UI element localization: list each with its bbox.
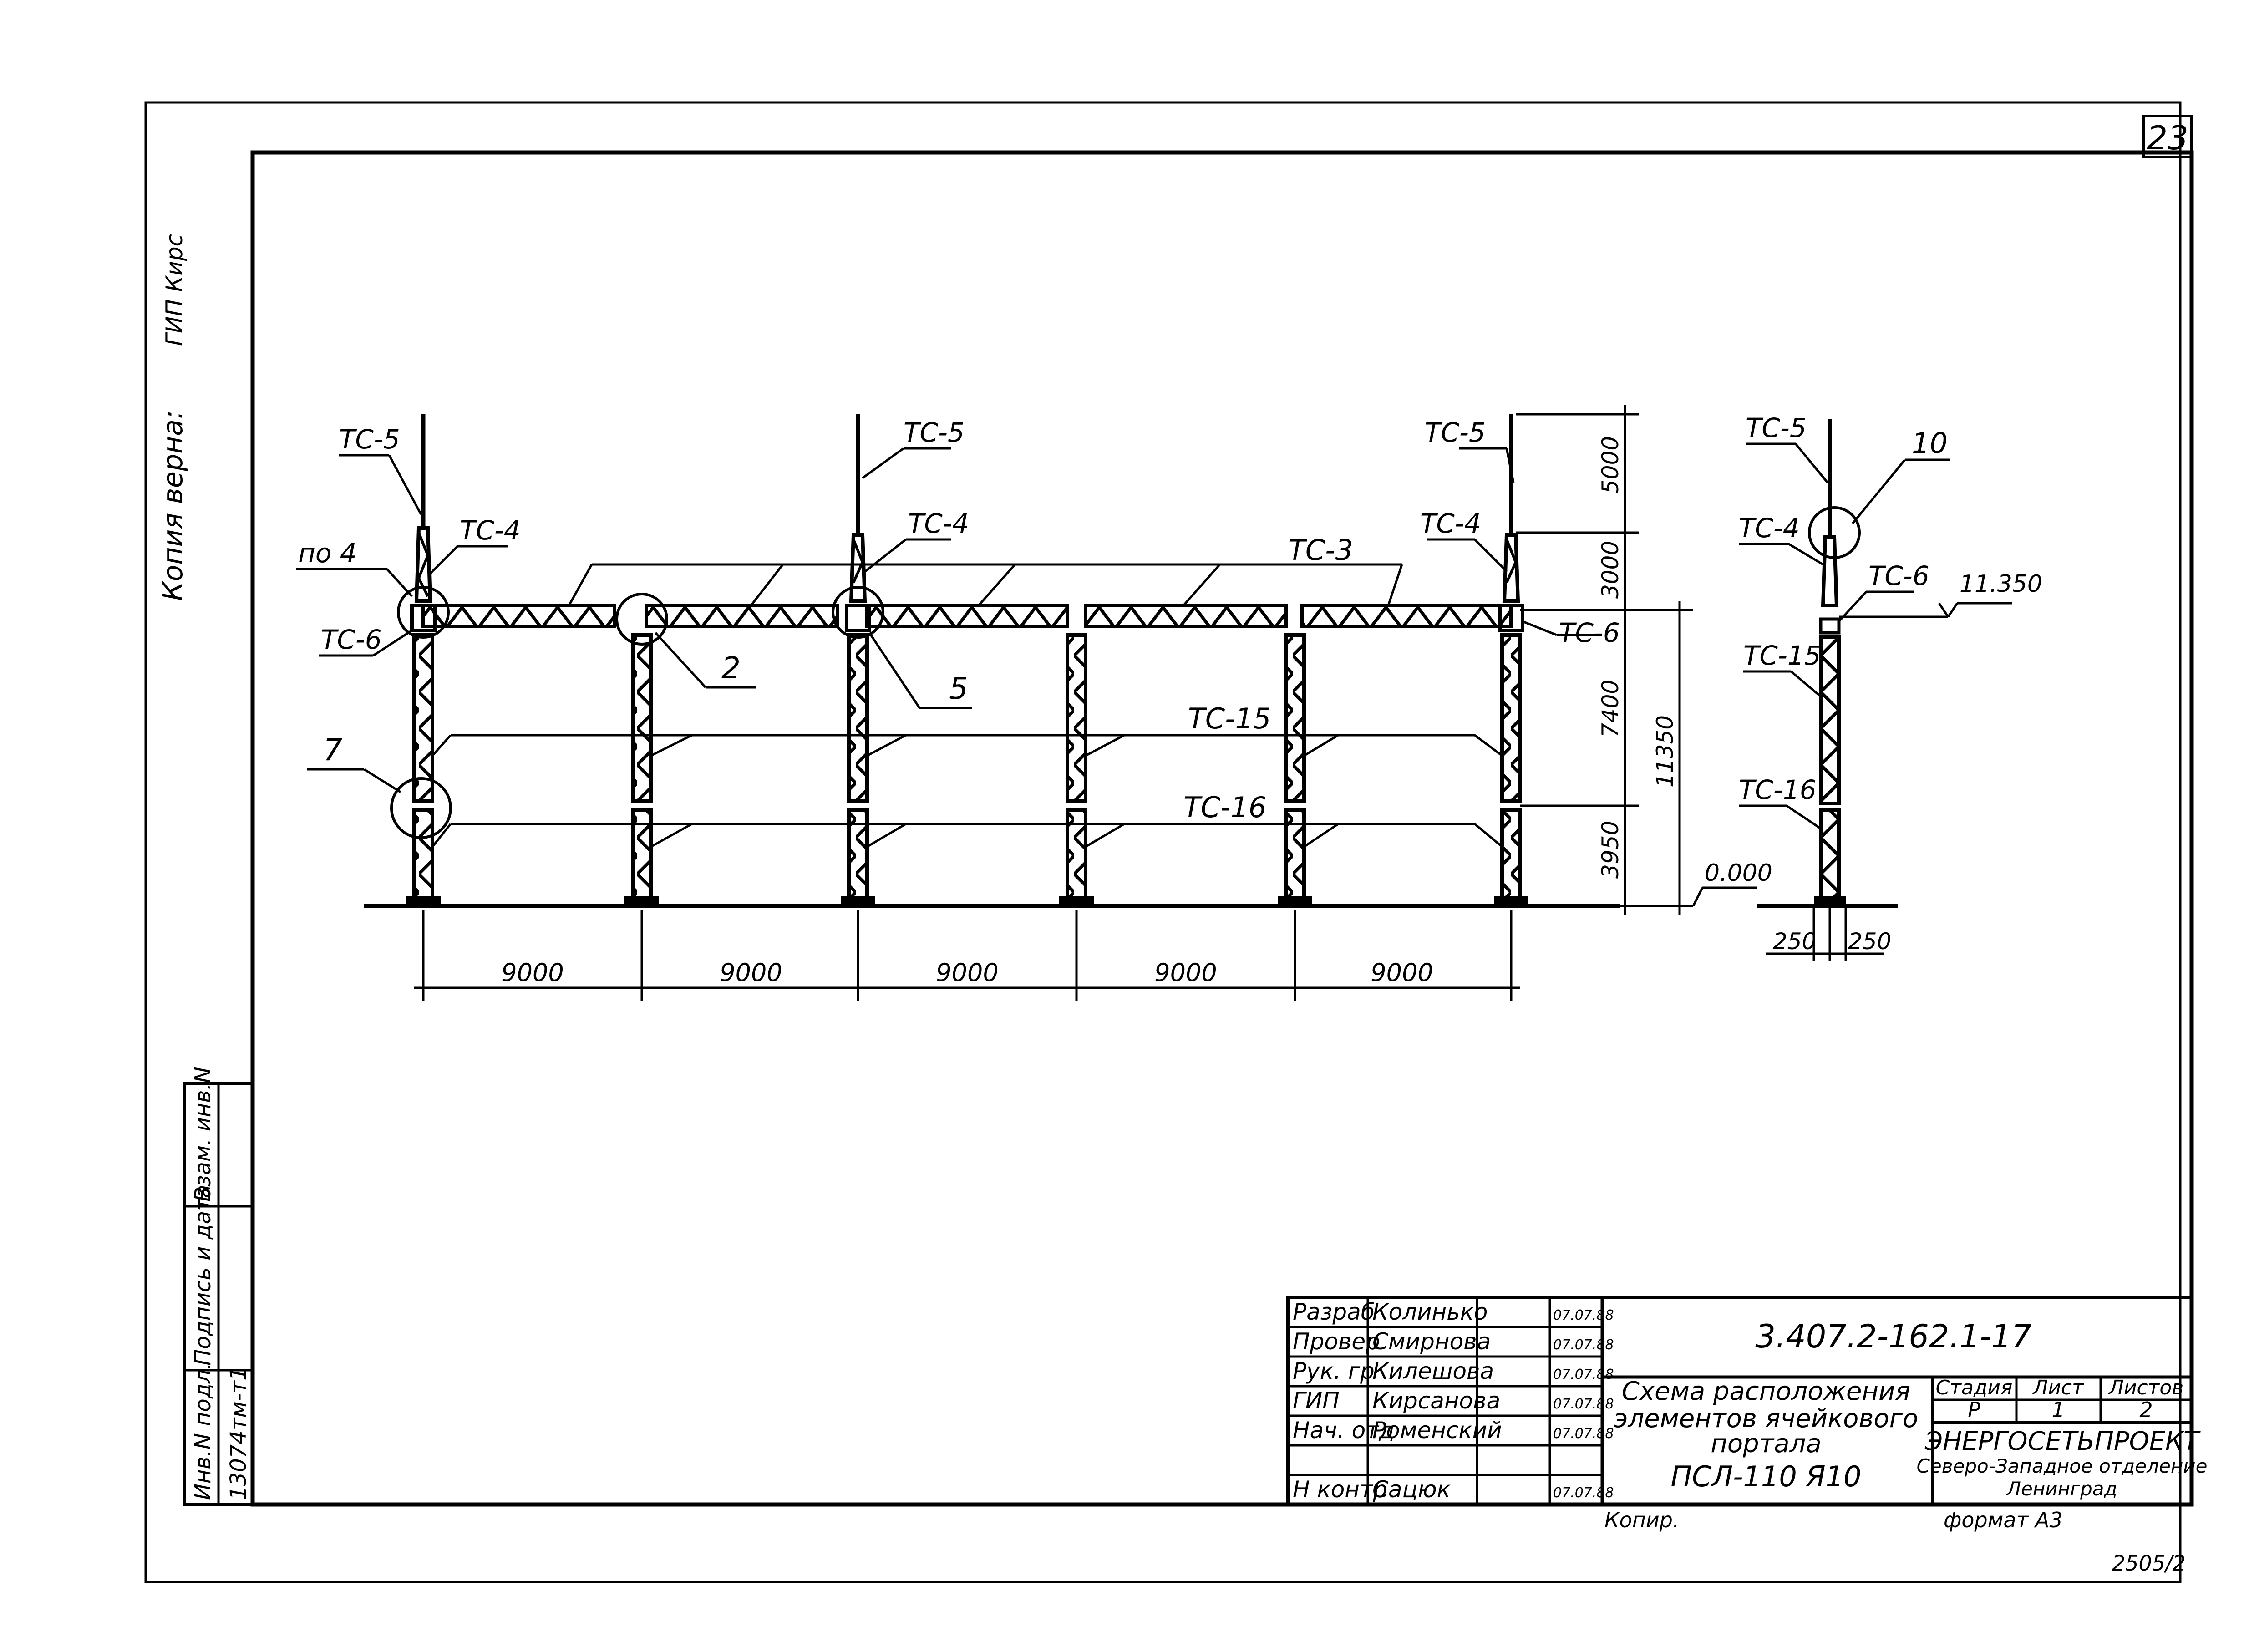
sheet-header: Лист bbox=[2032, 1376, 2084, 1399]
label-po4: по 4 bbox=[298, 538, 357, 569]
copied-by: Копир. bbox=[1604, 1508, 1680, 1532]
sheets-header: Листов bbox=[2108, 1376, 2183, 1399]
stage-header: Стадия bbox=[1936, 1376, 2013, 1399]
span-dim-5: 9000 bbox=[1371, 958, 1433, 987]
label-tc5-right: ТС-5 bbox=[1425, 417, 1486, 448]
label-tc4-left: ТС-4 bbox=[460, 515, 521, 546]
label-tc3: ТС-3 bbox=[1288, 534, 1353, 567]
side-label-tc4: ТС-4 bbox=[1739, 513, 1800, 544]
beam-row bbox=[421, 604, 1513, 628]
side-dim-left: 250 bbox=[1773, 928, 1816, 955]
label-tc4-right: ТС-4 bbox=[1420, 508, 1481, 539]
archive-number: 2505/2 bbox=[2112, 1551, 2186, 1576]
name-cell: Кирсанова bbox=[1372, 1388, 1500, 1414]
inner-frame bbox=[250, 150, 2194, 1507]
page-number: 23 bbox=[2147, 119, 2188, 157]
side-label-tc16: ТС-16 bbox=[1739, 774, 1817, 805]
column-6 bbox=[1494, 633, 1528, 906]
name-cell: Килешова bbox=[1372, 1358, 1494, 1384]
label-tc16: ТС-16 bbox=[1183, 791, 1266, 824]
span-dim-1: 9000 bbox=[501, 958, 564, 987]
side-level-label: 11.350 bbox=[1960, 570, 2042, 598]
dim-3950: 3950 bbox=[1597, 821, 1624, 879]
span-dim-2: 9000 bbox=[720, 958, 782, 987]
label-node-2: 2 bbox=[721, 651, 741, 686]
name-cell: Смирнова bbox=[1372, 1328, 1491, 1355]
side-label-tc15: ТС-15 bbox=[1743, 640, 1821, 671]
name-cell: Роменский bbox=[1372, 1417, 1502, 1444]
label-tc15: ТС-15 bbox=[1188, 702, 1271, 735]
side-dim-right: 250 bbox=[1848, 928, 1891, 955]
date-cell: 07.07.88 bbox=[1553, 1307, 1614, 1323]
title-line-3: портала bbox=[1711, 1429, 1821, 1459]
date-cell: 07.07.88 bbox=[1553, 1367, 1614, 1383]
span-dim-4: 9000 bbox=[1154, 958, 1217, 987]
inv-original-label: Инв.N подл. bbox=[190, 1362, 216, 1500]
label-tc6-right: ТС-6 bbox=[1559, 617, 1620, 648]
sheet-value: 1 bbox=[2051, 1398, 2065, 1422]
sign-date-label: Подпись и дата bbox=[190, 1184, 216, 1366]
column-2 bbox=[624, 633, 659, 906]
dim-3000: 3000 bbox=[1597, 541, 1624, 599]
name-cell: Сацюк bbox=[1372, 1476, 1451, 1503]
role-cell: ГИП bbox=[1293, 1388, 1340, 1414]
label-tc6-left: ТС-6 bbox=[321, 624, 382, 655]
outer-frame bbox=[144, 101, 2182, 1583]
label-node-7: 7 bbox=[323, 732, 342, 768]
sheets-value: 2 bbox=[2139, 1398, 2153, 1422]
title-line-1: Схема расположения bbox=[1622, 1377, 1910, 1406]
dim-7400: 7400 bbox=[1597, 680, 1624, 737]
title-line-4: ПСЛ-110 Я10 bbox=[1671, 1460, 1862, 1493]
column-4 bbox=[1059, 633, 1094, 906]
span-dim-3: 9000 bbox=[936, 958, 998, 987]
page-number-box bbox=[2142, 115, 2193, 158]
dim-total-height: 11350 bbox=[1652, 715, 1678, 788]
dim-5000: 5000 bbox=[1597, 436, 1624, 494]
level-zero: 0.000 bbox=[1705, 859, 1772, 887]
inv-original-value: 13074тм-т1 bbox=[226, 1367, 251, 1500]
doc-code: 3.407.2-162.1-17 bbox=[1755, 1318, 2031, 1355]
peak-right bbox=[1502, 414, 1520, 603]
left-stamp: Взам. инв.N Подпись и дата Инв.N подл. 1… bbox=[183, 1067, 254, 1506]
date-cell: 07.07.88 bbox=[1553, 1426, 1614, 1442]
role-cell: Провер bbox=[1293, 1328, 1380, 1355]
column-5 bbox=[1278, 633, 1312, 906]
side-label-tc5: ТС-5 bbox=[1746, 412, 1807, 443]
copy-note-sign: ГИП Кирс bbox=[161, 234, 188, 346]
title-block bbox=[1286, 1296, 2193, 1506]
date-cell: 07.07.88 bbox=[1553, 1337, 1614, 1353]
column-1 bbox=[406, 633, 441, 906]
side-label-node-10: 10 bbox=[1912, 427, 1948, 460]
date-cell: 07.07.88 bbox=[1553, 1396, 1614, 1412]
peak-center bbox=[849, 414, 867, 603]
label-tc5-left: ТС-5 bbox=[339, 424, 400, 455]
date-cell: 07.07.88 bbox=[1553, 1485, 1614, 1501]
label-node-5: 5 bbox=[949, 671, 968, 706]
org-city: Ленинград bbox=[2005, 1478, 2117, 1500]
role-cell: Нач. отд bbox=[1293, 1417, 1395, 1444]
format-note: формат А3 bbox=[1944, 1508, 2063, 1532]
role-cell: Рук. гр bbox=[1293, 1358, 1375, 1384]
stage-value: Р bbox=[1968, 1398, 1980, 1422]
label-tc5-center: ТС-5 bbox=[904, 417, 965, 448]
inv-replacement-label: Взам. инв.N bbox=[190, 1067, 216, 1202]
name-cell: Колинько bbox=[1372, 1299, 1488, 1325]
org-name: ЭНЕРГОСЕТЬПРОЕКТ bbox=[1924, 1427, 2201, 1456]
side-label-tc6: ТС-6 bbox=[1868, 560, 1929, 591]
role-cell: Разраб bbox=[1293, 1299, 1375, 1325]
title-line-2: элементов ячейкового bbox=[1614, 1404, 1919, 1433]
label-tc4-center: ТС-4 bbox=[908, 508, 969, 539]
role-cell: Н контр bbox=[1293, 1476, 1387, 1503]
copy-note: Копия верна: bbox=[157, 410, 189, 601]
org-branch: Северо-Западное отделение bbox=[1917, 1455, 2208, 1477]
side-view: ТС-5 10 ТС-4 ТС-6 11.350 ТС-15 ТС-16 250… bbox=[1739, 412, 2042, 961]
column-3 bbox=[841, 633, 875, 906]
